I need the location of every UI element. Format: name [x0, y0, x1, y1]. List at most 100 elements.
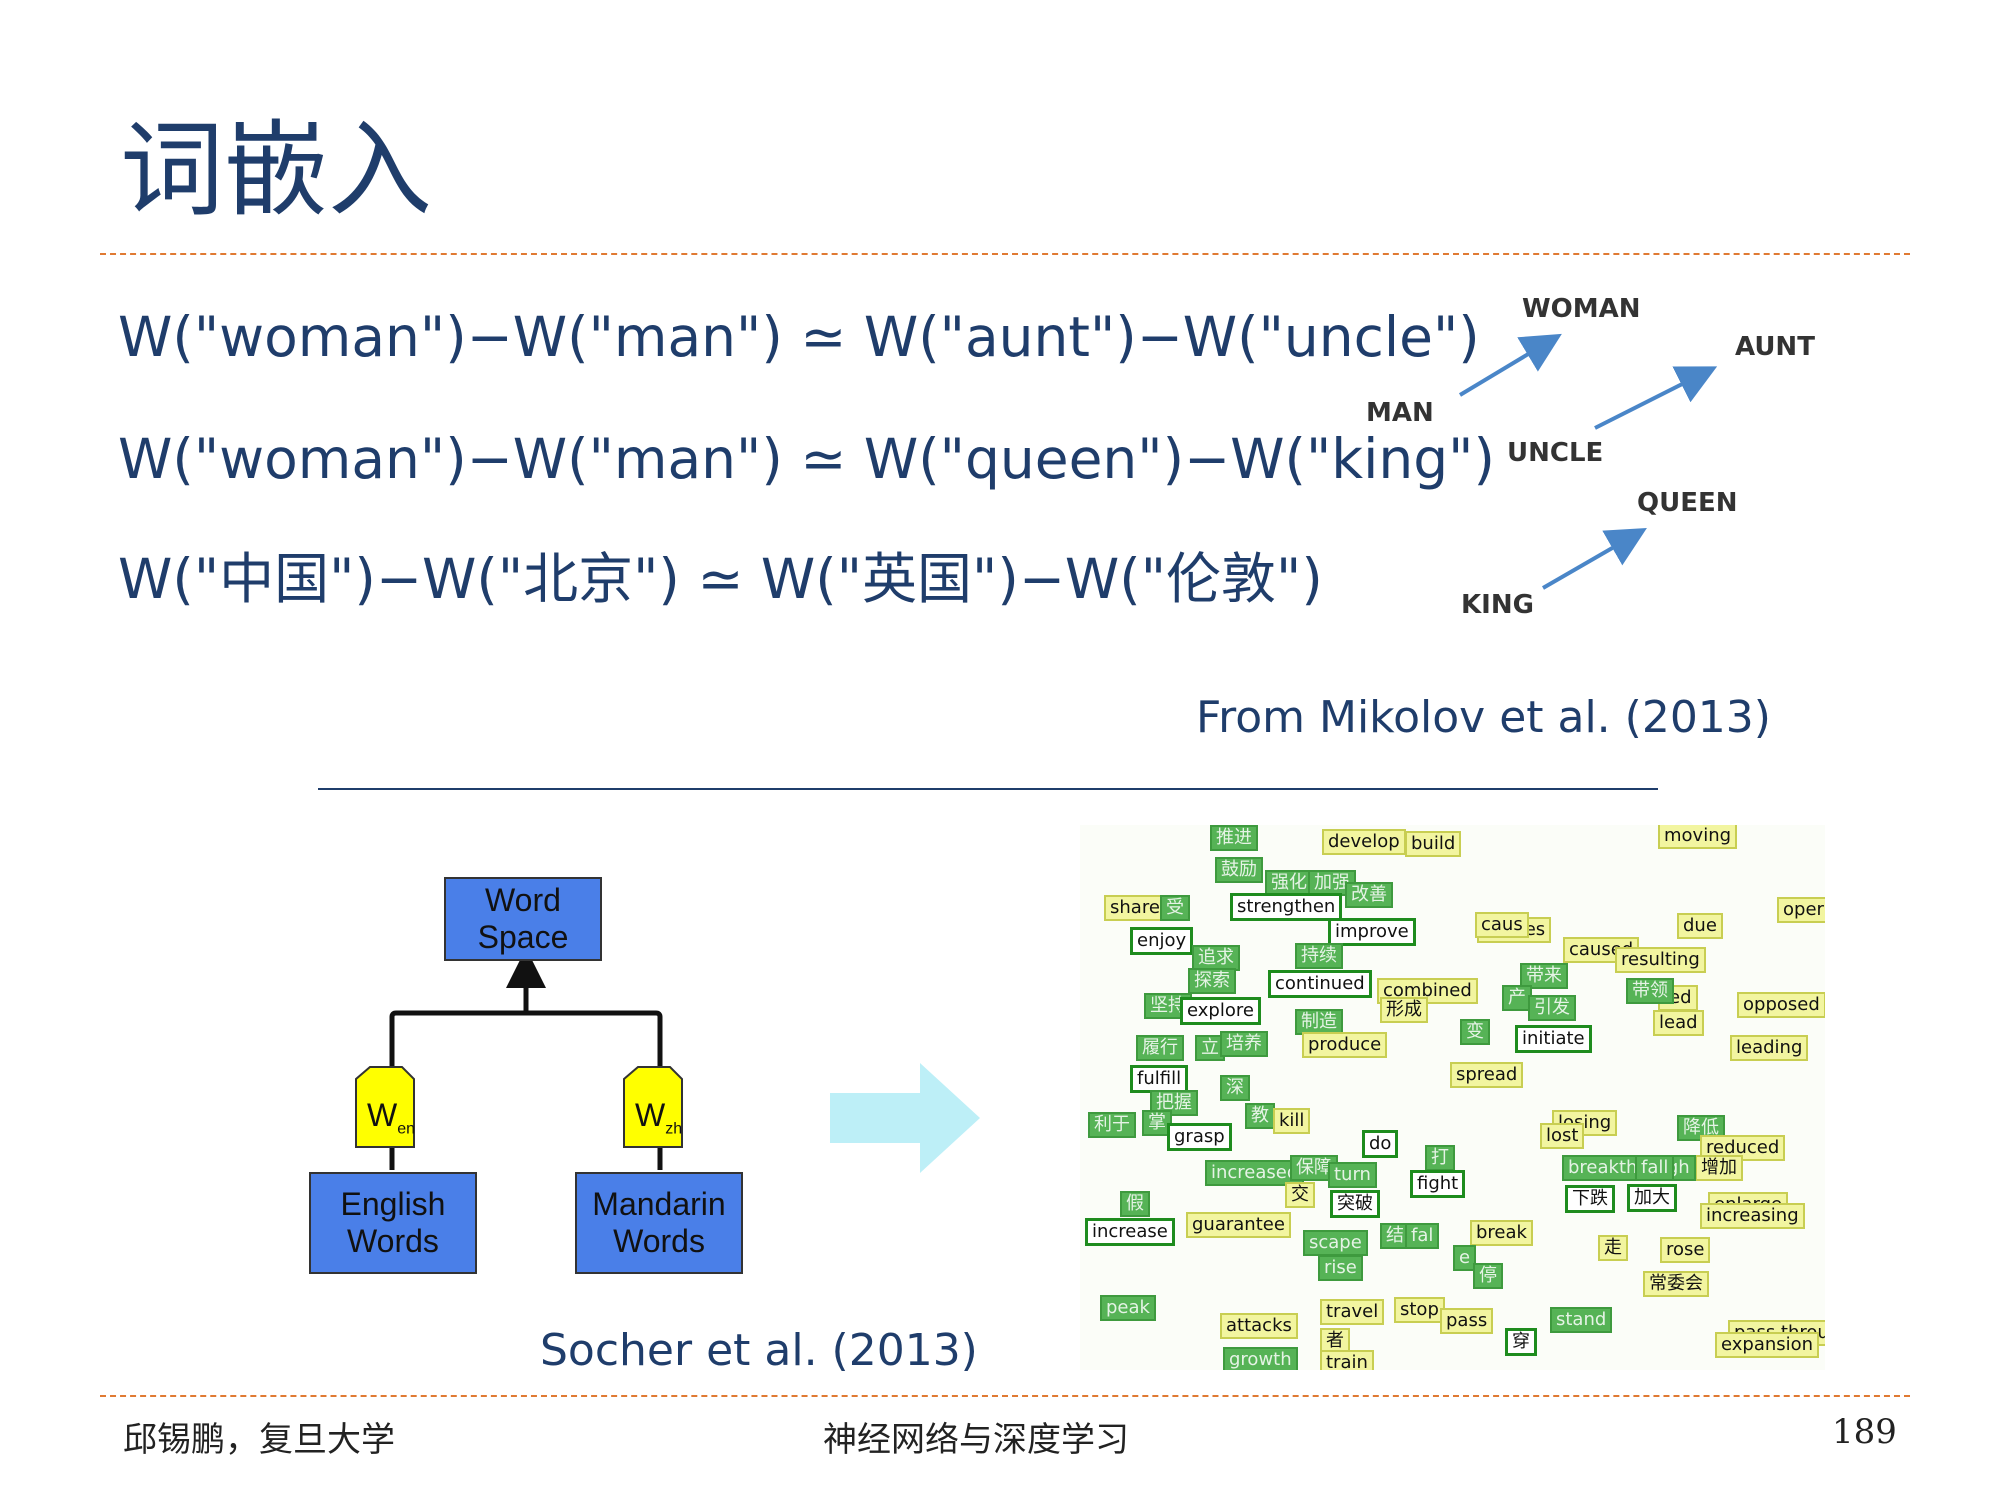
cloud-word: 改善: [1345, 882, 1393, 908]
cloud-word: due: [1677, 913, 1723, 939]
cloud-word: increase: [1085, 1218, 1175, 1246]
cloud-word: increasing: [1700, 1203, 1805, 1229]
top-dashed-rule: [100, 253, 1910, 255]
cloud-word: 受: [1160, 895, 1190, 921]
w-zh-shape: [623, 1066, 683, 1148]
cloud-word: build: [1405, 831, 1462, 857]
cloud-word: 产: [1502, 985, 1532, 1011]
cloud-word: 持续: [1295, 943, 1343, 969]
cloud-word: 探索: [1188, 968, 1236, 994]
section-divider: [318, 788, 1658, 790]
cloud-word: stop: [1394, 1297, 1445, 1323]
cloud-word: 深: [1220, 1075, 1250, 1101]
cloud-word: develop: [1322, 829, 1406, 855]
cloud-word: 穿: [1505, 1328, 1537, 1356]
cloud-word: rise: [1318, 1255, 1363, 1281]
label-queen: QUEEN: [1637, 488, 1738, 518]
cloud-word: breakthrough: [1562, 1155, 1696, 1181]
cloud-word: 培养: [1220, 1031, 1268, 1057]
cloud-word: growth: [1223, 1347, 1298, 1370]
cloud-word: moving: [1658, 825, 1738, 849]
tree-connectors: [355, 948, 683, 1170]
socher-credit: Socher et al. (2013): [540, 1325, 978, 1376]
cloud-word: enjoy: [1130, 927, 1194, 955]
cloud-word: 增加: [1695, 1155, 1743, 1181]
equation-1: W("woman")−W("man") ≃ W("aunt")−W("uncle…: [118, 305, 1480, 369]
cloud-word: resulting: [1615, 947, 1706, 973]
cloud-word: fall: [1635, 1155, 1675, 1181]
cloud-word: 走: [1598, 1235, 1628, 1261]
cloud-word: 打: [1425, 1145, 1455, 1171]
cloud-word: break: [1470, 1220, 1533, 1246]
cloud-word: 履行: [1136, 1035, 1184, 1061]
cloud-word: e: [1453, 1245, 1477, 1271]
label-aunt: AUNT: [1735, 332, 1815, 362]
right-arrow-icon: [830, 1063, 980, 1173]
cloud-word: guarantee: [1186, 1212, 1291, 1238]
cloud-word: rose: [1660, 1237, 1711, 1263]
cloud-word: spread: [1450, 1062, 1524, 1088]
word-analogy-figure: WOMAN AUNT MAN UNCLE QUEEN KING: [1350, 280, 1830, 620]
label-man: MAN: [1366, 398, 1434, 428]
bottom-dashed-rule: [100, 1395, 1910, 1397]
cloud-word: 者: [1320, 1328, 1350, 1354]
slide-title: 词嵌入: [120, 109, 433, 231]
cloud-word: travel: [1320, 1299, 1385, 1325]
cloud-word: 假: [1120, 1191, 1150, 1217]
cloud-word: 引发: [1528, 995, 1576, 1021]
analogy-arrows: [1458, 333, 1718, 590]
cloud-word: oper: [1777, 897, 1825, 923]
cloud-word: increased: [1205, 1160, 1305, 1186]
bilingual-embedding-cloud: 推进 develop build moving 鼓励 强化 加强 改善 shar…: [1080, 825, 1825, 1370]
cloud-word: strengthen: [1230, 893, 1343, 921]
cloud-word: train: [1320, 1350, 1374, 1370]
page-number: 189: [1832, 1412, 1897, 1452]
man-woman-arrow: [1458, 333, 1562, 397]
cloud-word: leading: [1730, 1035, 1809, 1061]
cloud-word: explore: [1180, 997, 1261, 1025]
equation-3: W("中国")−W("北京") ≃ W("英国")−W("伦敦"): [118, 547, 1323, 611]
cloud-word: 加大: [1627, 1184, 1677, 1212]
cloud-word: continued: [1268, 970, 1372, 998]
cloud-word: share: [1104, 895, 1166, 921]
cloud-word: 交: [1285, 1182, 1315, 1208]
label-woman: WOMAN: [1522, 294, 1641, 324]
cloud-word: 教: [1245, 1103, 1275, 1129]
cloud-word: fight: [1410, 1170, 1466, 1198]
cloud-word: 形成: [1380, 997, 1428, 1023]
cloud-word: 带领: [1626, 978, 1674, 1004]
cloud-word: expansion: [1715, 1332, 1820, 1358]
king-queen-arrow: [1542, 528, 1647, 590]
cloud-word: 停: [1473, 1263, 1503, 1289]
w-zh-label: Wzh: [635, 1097, 683, 1138]
cloud-word: 推进: [1210, 825, 1258, 851]
cloud-word: pass: [1440, 1308, 1494, 1334]
cloud-word: peak: [1100, 1295, 1156, 1321]
cloud-word: 鼓励: [1215, 857, 1263, 883]
cloud-word: produce: [1302, 1032, 1388, 1058]
cloud-word: 变: [1460, 1019, 1490, 1045]
equation-2: W("woman")−W("man") ≃ W("queen")−W("king…: [118, 427, 1495, 491]
cloud-word: scape: [1303, 1230, 1368, 1256]
cloud-word: caus: [1475, 912, 1529, 938]
footer-author: 邱锡鹏，复旦大学: [123, 1420, 395, 1460]
uncle-aunt-arrow: [1594, 366, 1718, 430]
cloud-word: opposed: [1737, 992, 1825, 1018]
cloud-word: 利于: [1088, 1112, 1136, 1138]
cloud-word: grasp: [1167, 1123, 1232, 1151]
label-king: KING: [1461, 590, 1534, 620]
mikolov-credit: From Mikolov et al. (2013): [1196, 692, 1771, 743]
cloud-word: kill: [1273, 1108, 1311, 1134]
label-uncle: UNCLE: [1507, 438, 1604, 468]
cloud-word: do: [1362, 1130, 1399, 1158]
cloud-word: attacks: [1220, 1313, 1298, 1339]
cloud-word: stand: [1550, 1307, 1613, 1333]
cloud-word: turn: [1328, 1162, 1377, 1188]
cloud-word: fulfill: [1130, 1065, 1189, 1093]
cloud-word: 常委会: [1643, 1271, 1709, 1297]
